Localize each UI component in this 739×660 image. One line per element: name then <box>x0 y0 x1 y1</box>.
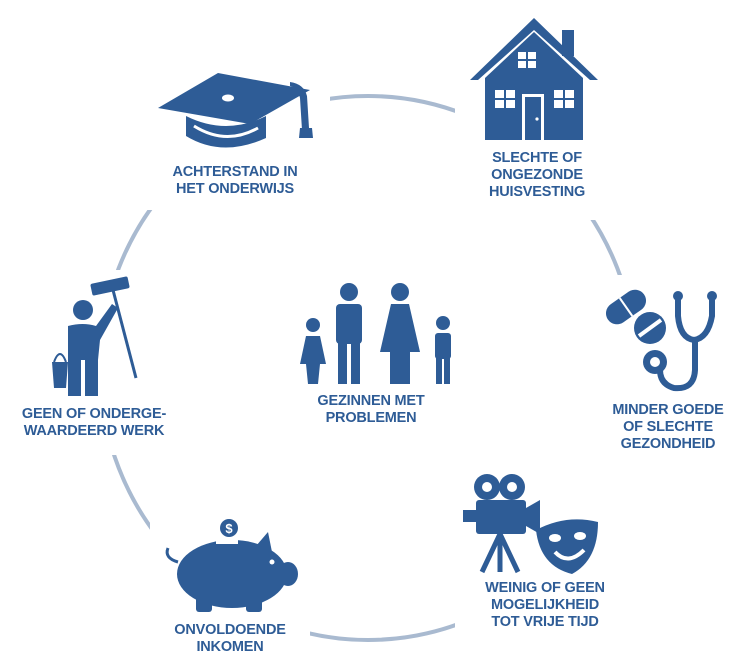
node-leisure-label: WEINIG OF GEEN MOGELIJKHEID TOT VRIJE TI… <box>485 580 605 630</box>
node-housing-label: SLECHTE OF ONGEZONDE HUISVESTING <box>488 150 586 200</box>
node-work-label: GEEN OF ONDERGE- WAARDEERD WERK <box>21 406 167 439</box>
film-camera-theater-masks-icon <box>463 474 598 574</box>
piggy-bank-icon: $ <box>165 519 298 612</box>
node-income-label: ONVOLDOENDE INKOMEN <box>174 622 286 655</box>
center-label: GEZINNEN MET PROBLEMEN <box>317 393 425 426</box>
house-icon <box>470 18 598 140</box>
graduation-cap-icon <box>158 73 313 148</box>
painter-worker-icon <box>52 276 138 396</box>
node-education-label: ACHTERSTAND IN HET ONDERWIJS <box>172 164 298 197</box>
pills-stethoscope-icon <box>605 289 717 392</box>
node-health-label: MINDER GOEDE OF SLECHTE GEZONDHEID <box>612 402 724 452</box>
svg-text:$: $ <box>225 521 233 536</box>
family-icon <box>300 283 451 384</box>
